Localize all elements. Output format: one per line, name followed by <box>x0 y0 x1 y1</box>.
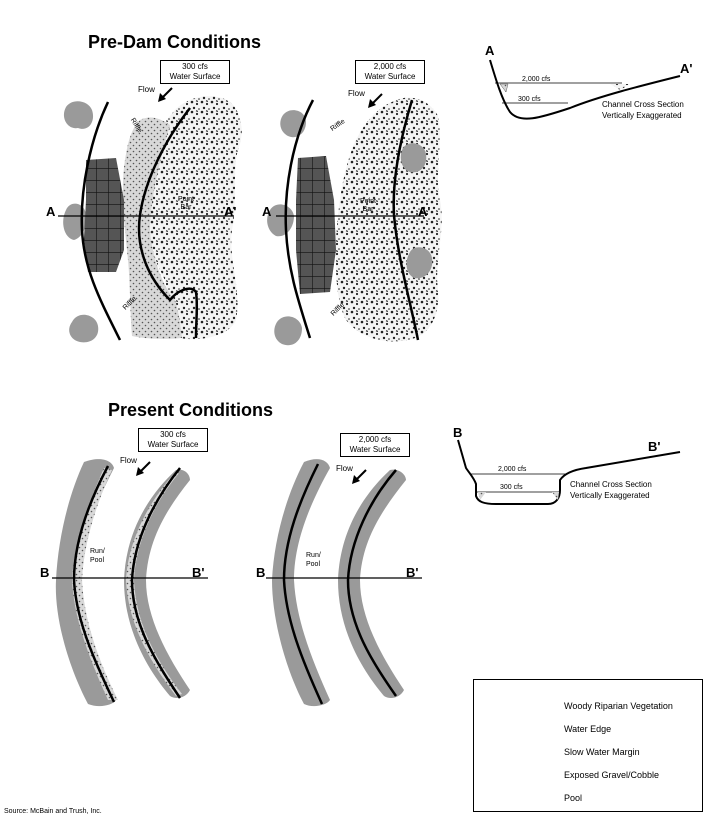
discharge-high-label: 2,000 cfs <box>522 76 551 83</box>
water-edge-left <box>80 101 122 341</box>
vegetation-blob <box>274 316 302 346</box>
pre-dam-2000-panel <box>267 93 442 346</box>
discharge-low-label: 300 cfs <box>518 96 541 103</box>
vegetation-strip <box>272 459 330 707</box>
legend-label: Exposed Gravel/Cobble <box>564 770 660 780</box>
flow-arrow-icon <box>136 461 151 476</box>
discharge-low-label: 300 cfs <box>500 484 523 491</box>
water-edge-right <box>137 107 199 339</box>
pool <box>296 156 336 294</box>
flow-arrow-icon <box>352 469 367 484</box>
slow-water-margin <box>122 117 182 339</box>
run-pool-label-1: Run/ <box>90 548 105 555</box>
discharge-high-label: 2,000 cfs <box>498 466 527 473</box>
slow-water-margin <box>478 492 486 500</box>
section-b-prime-label: B' <box>192 565 205 580</box>
slow-water-margin <box>499 83 509 93</box>
flow-arrow-icon <box>158 87 173 102</box>
legend-label: Pool <box>564 793 583 803</box>
box-line-1: 300 cfs <box>160 430 186 439</box>
legend-label: Woody Riparian Vegetation <box>564 701 673 711</box>
pre-dam-title: Pre-Dam Conditions <box>88 32 262 52</box>
point-bar-label: Point Bar <box>360 198 376 213</box>
vegetation-strip <box>338 469 406 698</box>
flow-label: Flow <box>120 456 137 465</box>
vegetation-blob <box>69 314 99 343</box>
point-bar-label: Point Bar <box>178 196 194 211</box>
cross-section-caption-1: Channel Cross Section <box>602 100 684 109</box>
box-line-2: Water Surface <box>169 72 221 81</box>
present-title: Present Conditions <box>108 400 274 420</box>
cross-section-caption-2: Vertically Exaggerated <box>602 111 682 120</box>
section-b-label: B <box>256 565 266 580</box>
section-a-label: A <box>485 43 495 58</box>
legend-item-water-edge: Water Edge <box>474 719 702 739</box>
vegetation-blob <box>63 101 94 129</box>
legend-item-pool: Pool <box>474 788 702 808</box>
gravel-bar <box>335 97 442 342</box>
channel-profile <box>489 59 681 120</box>
legend: Woody Riparian Vegetation Water Edge Slo… <box>473 679 703 812</box>
water-edge-left <box>72 465 116 703</box>
run-pool-label-1: Run/ <box>306 552 321 559</box>
legend-label: Slow Water Margin <box>564 747 640 757</box>
water-edge-right <box>392 99 420 341</box>
present-300-panel <box>52 459 208 707</box>
slow-water-margin <box>552 492 559 500</box>
vegetation-strip <box>55 459 116 707</box>
run-pool-label-2: Pool <box>90 557 105 564</box>
box-line-2: Water Surface <box>364 72 416 81</box>
water-edge-right <box>346 469 398 697</box>
cross-section-caption-2: Vertically Exaggerated <box>570 491 650 500</box>
section-a-prime-label: A' <box>224 204 237 219</box>
vegetation-blob <box>267 204 294 237</box>
section-b-label: B <box>40 565 50 580</box>
legend-item-slow-water-margin: Slow Water Margin <box>474 742 702 762</box>
section-b-prime-label: B' <box>648 439 661 454</box>
water-edge-right <box>130 467 182 699</box>
flow-label: Flow <box>336 464 353 473</box>
flow-arrow-icon <box>368 93 383 108</box>
water-surface-box: 2,000 cfs Water Surface <box>340 433 410 457</box>
legend-item-exposed-gravel: Exposed Gravel/Cobble <box>474 765 702 785</box>
water-surface-box: 2,000 cfs Water Surface <box>355 60 425 84</box>
cross-section-caption-1: Channel Cross Section <box>570 480 652 489</box>
water-edge-left <box>282 463 324 705</box>
channel-profile <box>457 439 681 505</box>
run-pool-label-2: Pool <box>306 561 321 568</box>
pre-dam-cross-section <box>489 59 681 120</box>
vegetation-blob <box>400 143 427 173</box>
water-surface-box: 300 cfs Water Surface <box>160 60 230 84</box>
present-cross-section <box>457 439 681 505</box>
section-b-prime-label: B' <box>406 565 419 580</box>
section-b-label: B <box>453 425 463 440</box>
section-a-prime-label: A' <box>418 204 431 219</box>
box-line-1: 2,000 cfs <box>373 62 407 71</box>
pre-dam-300-panel <box>58 87 242 343</box>
legend-item-vegetation: Woody Riparian Vegetation <box>474 696 702 716</box>
section-a-label: A <box>46 204 56 219</box>
present-2000-panel <box>266 459 422 707</box>
water-edge-left <box>284 99 315 339</box>
flow-label: Flow <box>138 85 155 94</box>
box-line-2: Water Surface <box>147 440 199 449</box>
box-line-1: 2,000 cfs <box>358 435 392 444</box>
section-a-prime-label: A' <box>680 61 693 76</box>
vegetation-blob <box>406 247 433 279</box>
flow-label: Flow <box>348 89 365 98</box>
box-line-2: Water Surface <box>349 445 401 454</box>
box-line-1: 300 cfs <box>182 62 208 71</box>
gravel-bar <box>144 96 242 340</box>
pool <box>84 158 124 272</box>
exposed-gravel <box>610 84 630 90</box>
slow-water-margin <box>126 472 182 696</box>
legend-label: Water Edge <box>564 724 612 734</box>
source-credit: Source: McBain and Trush, Inc. <box>4 808 102 815</box>
water-surface-box: 300 cfs Water Surface <box>138 428 208 452</box>
section-a-label: A <box>262 204 272 219</box>
